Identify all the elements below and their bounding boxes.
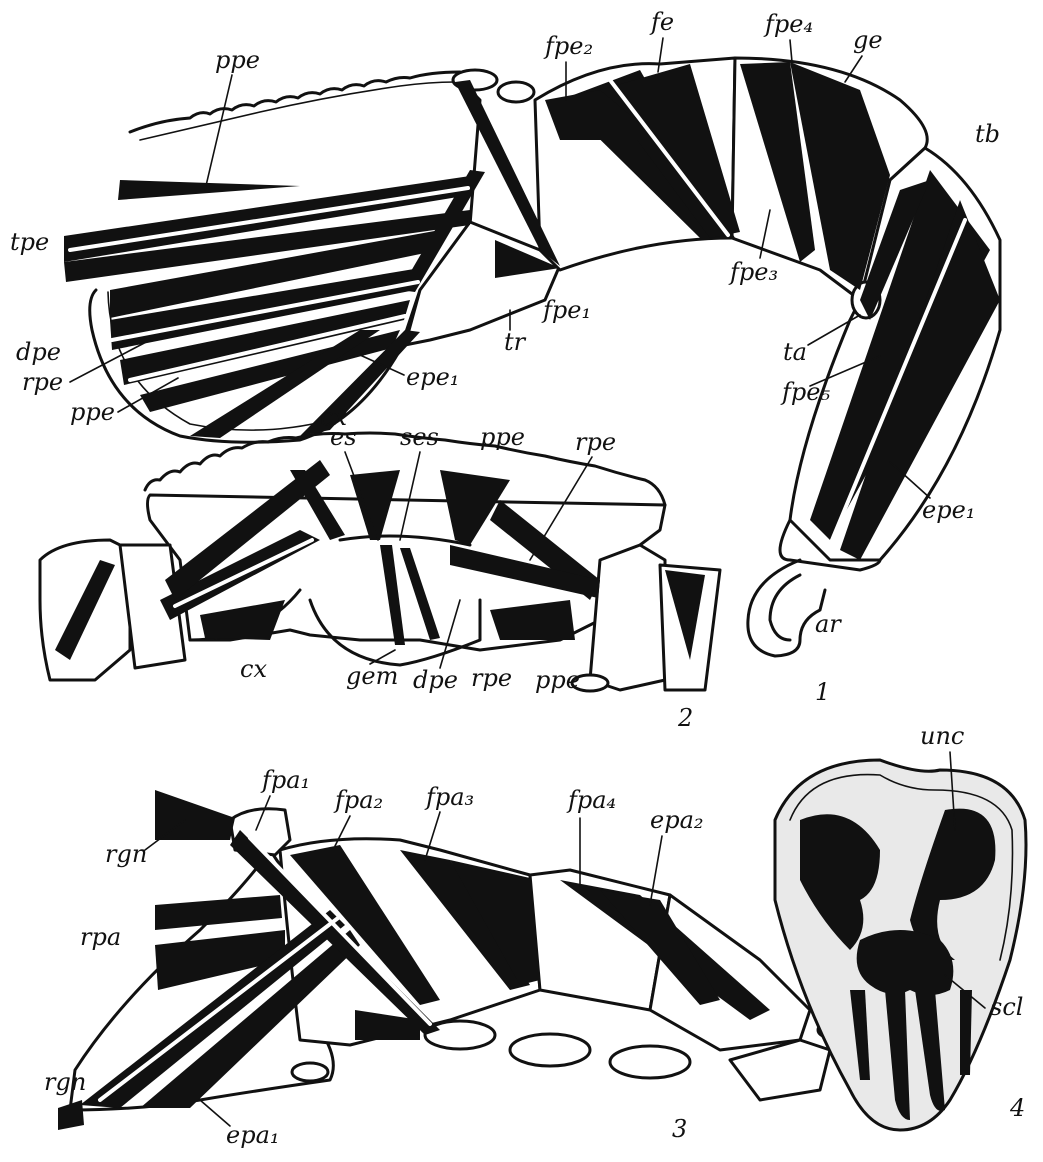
panel-3-leg bbox=[58, 790, 846, 1130]
p3-joint-3 bbox=[610, 1046, 690, 1078]
panel-2-section bbox=[40, 433, 720, 691]
p3-joint-1 bbox=[425, 1021, 495, 1049]
label-epe1-b: epe₁ bbox=[922, 496, 975, 524]
panel4-scl-center bbox=[857, 930, 954, 995]
panel4-scl-strand-4 bbox=[960, 990, 972, 1075]
label-fpe4: fpe₄ bbox=[763, 10, 813, 38]
panel-number-1: 1 bbox=[815, 678, 830, 706]
label-ses: ses bbox=[400, 423, 439, 451]
label-scl: scl bbox=[990, 993, 1023, 1021]
panel3-tarsus bbox=[730, 1040, 830, 1100]
label-cx-2: cx bbox=[240, 655, 267, 683]
panel-number-4: 4 bbox=[1009, 1094, 1025, 1122]
label-fpe2: fpe₂ bbox=[543, 32, 593, 60]
label-fpa1: fpa₁ bbox=[260, 766, 310, 794]
label-gem: gem bbox=[346, 662, 398, 690]
p3-joint-2 bbox=[510, 1034, 590, 1066]
p3-muscle-rgn-bottom bbox=[58, 1100, 84, 1130]
label-dpe-2: dpe bbox=[413, 666, 458, 694]
label-fpe5: fpe₅ bbox=[780, 378, 830, 406]
muscle-ppe-top bbox=[118, 180, 300, 200]
label-es: es bbox=[330, 423, 357, 451]
label-rpe-2b: rpe bbox=[471, 664, 512, 692]
label-ppe-top: ppe bbox=[215, 46, 260, 74]
label-fpa4: fpa₄ bbox=[566, 786, 616, 814]
panel-number-2: 2 bbox=[677, 704, 693, 732]
body-dorsal-inner bbox=[140, 82, 455, 140]
claw-ar bbox=[748, 560, 825, 656]
label-epe1-a: epe₁ bbox=[406, 363, 459, 391]
label-fpa3: fpa₃ bbox=[424, 783, 474, 811]
label-ppe-2a: ppe bbox=[480, 423, 525, 451]
label-dpe-1: dpe bbox=[16, 338, 61, 366]
label-fpe1: fpe₁ bbox=[541, 296, 591, 324]
body-dorsal-outline bbox=[130, 72, 460, 132]
label-tb: tb bbox=[975, 120, 1000, 148]
leader-fpe4 bbox=[790, 40, 792, 62]
label-ppe-2b: ppe bbox=[535, 666, 580, 694]
label-unc: unc bbox=[920, 722, 964, 750]
label-rgn-top: rgn bbox=[105, 840, 147, 868]
label-rpa: rpa bbox=[80, 923, 121, 951]
panel-number-3: 3 bbox=[672, 1115, 687, 1143]
label-tr: tr bbox=[504, 328, 527, 356]
label-ppe-1: ppe bbox=[70, 398, 115, 426]
label-epa2: epa₂ bbox=[650, 806, 704, 834]
joint-oval-2 bbox=[498, 82, 534, 102]
label-fe: fe bbox=[649, 8, 674, 36]
label-ar: ar bbox=[815, 610, 842, 638]
leader-epa1 bbox=[200, 1100, 230, 1126]
p3-joint-4 bbox=[292, 1063, 328, 1081]
label-ge: ge bbox=[853, 26, 883, 54]
leader-ppe-top bbox=[205, 75, 232, 190]
label-fpe3: fpe₃ bbox=[728, 258, 778, 286]
label-rpe-1: rpe bbox=[22, 368, 63, 396]
label-fpa2: fpa₂ bbox=[333, 786, 383, 814]
label-rpe-2a: rpe bbox=[575, 428, 616, 456]
label-epa1: epa₁ bbox=[226, 1121, 280, 1149]
label-rgn-bottom: rgn bbox=[44, 1068, 86, 1096]
label-tpe: tpe bbox=[10, 228, 49, 256]
label-ta: ta bbox=[783, 338, 807, 366]
panel2-right-seg-1 bbox=[590, 545, 665, 690]
